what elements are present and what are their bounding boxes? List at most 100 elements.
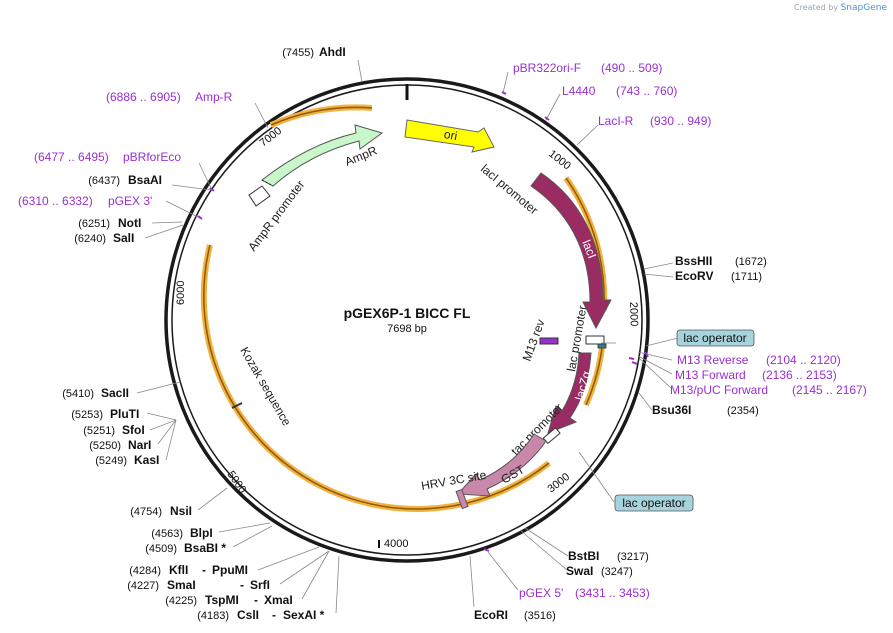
orf-track-insert-core bbox=[203, 244, 550, 510]
lac-operator-box-2: lac operator bbox=[614, 494, 694, 512]
site-bsabi: BsaBI * bbox=[184, 541, 226, 555]
site-smai-separator: - bbox=[240, 578, 244, 592]
primer-pbr322ori-f: pBR322ori-F bbox=[513, 61, 581, 75]
ori-label: ori bbox=[443, 127, 459, 143]
site-pos-nari: (5250) bbox=[89, 440, 121, 452]
backbone-outer-ring bbox=[164, 77, 650, 563]
site-bstbi: BstBI bbox=[568, 549, 599, 563]
site-pos-sacii: (5410) bbox=[62, 388, 94, 400]
lac-operator-box-1: lac operator bbox=[676, 329, 755, 347]
site-pos-tspmi: (4225) bbox=[165, 595, 197, 607]
site-pos-ecorv: (1711) bbox=[731, 271, 762, 283]
site-ppumi: PpuMI bbox=[212, 563, 248, 577]
primer-range-m13-forward: (2136 .. 2153) bbox=[762, 368, 837, 382]
site-nari: NarI bbox=[128, 438, 151, 452]
site-pos-pluti: (5253) bbox=[71, 409, 103, 421]
site-bsu36i: Bsu36I bbox=[652, 403, 691, 417]
site-bsaai: BsaAI bbox=[128, 173, 162, 187]
sites-left: (7455) AhdI (6437) BsaAI (6251) NotI (62… bbox=[62, 45, 345, 622]
plasmid-length: 7698 bp bbox=[387, 323, 427, 335]
site-bsshii: BssHII bbox=[675, 254, 712, 268]
primer-m13-forward: M13 Forward bbox=[675, 368, 746, 382]
site-pos-bsshii: (1672) bbox=[735, 256, 767, 268]
tick-6000: 6000 bbox=[175, 281, 187, 305]
site-pos-kasi: (5249) bbox=[95, 455, 127, 467]
lac-operator-box-2-bg bbox=[614, 494, 694, 512]
site-pos-sali: (6240) bbox=[74, 233, 106, 245]
site-tspmi-separator: - bbox=[254, 593, 258, 607]
lac-operator-label-2: lac operator bbox=[622, 496, 685, 510]
primer-range-m13-reverse: (2104 .. 2120) bbox=[766, 353, 841, 367]
site-ecorv: EcoRV bbox=[675, 269, 713, 283]
site-sexai: SexAI * bbox=[283, 608, 325, 622]
site-nsii: NsiI bbox=[170, 504, 192, 518]
site-kfli-separator: - bbox=[202, 563, 206, 577]
brand-created-by: Created by bbox=[794, 3, 839, 12]
site-pos-sfoi: (5251) bbox=[83, 425, 115, 437]
orf-tracks bbox=[200, 104, 608, 512]
site-ahdi: AhdI bbox=[319, 45, 346, 59]
site-pos-csli: (4183) bbox=[197, 610, 229, 622]
primer-range-m13-puc-forward: (2145 .. 2167) bbox=[792, 383, 867, 397]
site-pos-bsu36i: (2354) bbox=[727, 405, 759, 417]
site-blpi: BlpI bbox=[190, 526, 213, 540]
primer-m13-reverse: M13 Reverse bbox=[677, 353, 749, 367]
laci-promoter-label: lacI promoter bbox=[478, 162, 541, 218]
site-pluti: PluTI bbox=[110, 407, 139, 421]
primer-l4440: L4440 bbox=[562, 84, 596, 98]
hrv-3c-site-feature bbox=[455, 488, 469, 510]
site-kasi: KasI bbox=[134, 453, 159, 467]
laci-feature bbox=[530, 172, 612, 330]
snapgene-brand: Created by SnapGene bbox=[794, 3, 887, 13]
m13-rev-feature bbox=[539, 337, 559, 345]
lac-operator-box-1-bg bbox=[676, 329, 755, 347]
tick-1000: 1000 bbox=[546, 148, 573, 173]
lac-operator-label-1: lac operator bbox=[683, 331, 746, 345]
lacza-feature bbox=[547, 352, 592, 434]
sites-right: BssHII (1672) EcoRV (1711) Bsu36I (2354)… bbox=[474, 254, 767, 622]
site-noti: NotI bbox=[118, 216, 141, 230]
site-pos-noti: (6251) bbox=[78, 218, 110, 230]
site-pos-ahdi: (7455) bbox=[282, 47, 314, 59]
ampr-promoter-label: AmpR promoter bbox=[245, 178, 307, 254]
brand-product: SnapGene bbox=[840, 3, 887, 13]
primer-range-pgex-3: (6310 .. 6332) bbox=[18, 194, 93, 208]
primer-amp-r: Amp-R bbox=[195, 90, 233, 104]
primer-range-laci-r: (930 .. 949) bbox=[650, 114, 711, 128]
primer-range-l4440: (743 .. 760) bbox=[616, 84, 677, 98]
primer-range-pbr322ori-f: (490 .. 509) bbox=[601, 61, 662, 75]
kozak-label: Kozak sequence bbox=[237, 345, 294, 429]
tick-4000: 4000 bbox=[384, 538, 408, 550]
ampr-feature bbox=[261, 124, 384, 187]
tick-2000: 2000 bbox=[627, 302, 640, 327]
site-sali: SalI bbox=[113, 231, 134, 245]
site-pos-kfli: (4284) bbox=[129, 565, 161, 577]
plasmid-name: pGEX6P-1 BICC FL bbox=[344, 305, 471, 321]
site-pos-nsii: (4754) bbox=[130, 506, 162, 518]
site-pos-blpi: (4563) bbox=[151, 528, 183, 540]
primer-pgex-5: pGEX 5' bbox=[519, 586, 563, 600]
site-xmai: XmaI bbox=[264, 593, 293, 607]
laci-label: lacI bbox=[579, 238, 599, 261]
orf-track-ampr-core bbox=[270, 106, 373, 126]
orf-track-lacz-core bbox=[585, 347, 603, 406]
primer-range-amp-r: (6886 .. 6905) bbox=[106, 90, 181, 104]
site-sacii: SacII bbox=[101, 386, 129, 400]
site-csli: CslI bbox=[237, 608, 259, 622]
ori-feature bbox=[404, 119, 495, 153]
site-sfoi: SfoI bbox=[122, 423, 145, 437]
site-csli-separator: - bbox=[272, 608, 276, 622]
primer-pgex-3: pGEX 3' bbox=[108, 194, 152, 208]
primer-pbrforeco: pBRforEco bbox=[123, 150, 181, 164]
site-pos-bsabi: (4509) bbox=[145, 543, 177, 555]
gst-feature bbox=[456, 433, 547, 497]
site-pos-ecori: (3516) bbox=[524, 610, 556, 622]
site-smai: SmaI bbox=[167, 578, 196, 592]
lac-operator-feature-1 bbox=[597, 343, 607, 349]
site-swai: SwaI bbox=[566, 564, 593, 578]
primers: (6886 .. 6905) Amp-R (6477 .. 6495) pBRf… bbox=[18, 61, 867, 600]
lac-promoter-feature bbox=[585, 335, 605, 345]
site-srfi: SrfI bbox=[250, 578, 270, 592]
primer-range-pbrforeco: (6477 .. 6495) bbox=[34, 150, 109, 164]
